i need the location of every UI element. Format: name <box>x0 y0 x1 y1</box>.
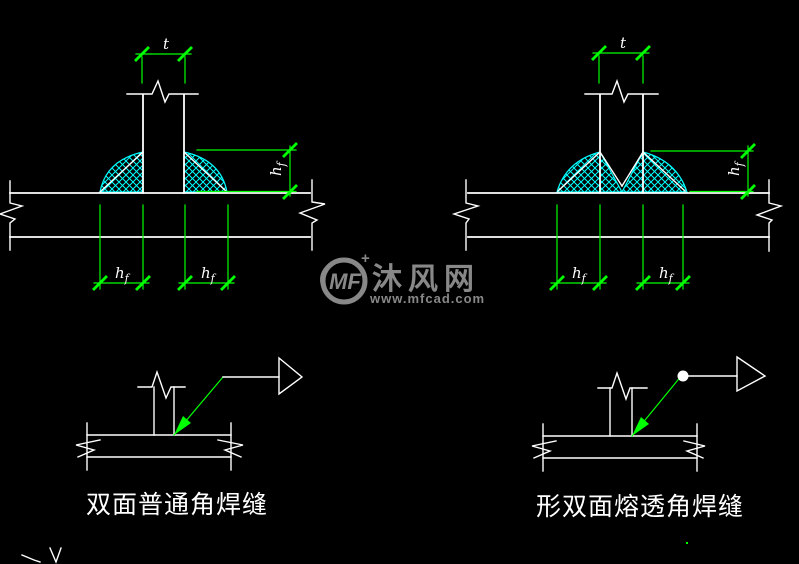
dim-tick <box>92 275 108 291</box>
dim-label-hf: hf <box>659 264 675 285</box>
flange-end-break <box>75 439 101 458</box>
fragment-line <box>21 554 41 563</box>
dim-tick <box>591 45 607 61</box>
dim-tick <box>134 46 150 62</box>
dim-tick <box>177 46 193 62</box>
dim-label-hf: hf <box>201 264 217 285</box>
dim-tick <box>220 275 236 291</box>
symbol-ordinary-fillet-weld: 双面普通角焊缝 <box>75 356 304 519</box>
flange-end-break <box>298 179 326 251</box>
watermark-site-name: 沐风网 <box>372 263 480 296</box>
watermark-site-url: www.mfcad.com <box>369 291 485 306</box>
dim-tick <box>740 184 756 200</box>
dim-tick <box>177 275 193 291</box>
dim-tick <box>635 275 651 291</box>
dim-tick <box>135 275 151 291</box>
watermark-logo-swoosh <box>320 262 331 288</box>
caption-penetration-fillet-weld: 形双面熔透角焊缝 <box>536 493 744 521</box>
detail-ordinary-fillet-weld: t hf hf hf <box>0 35 326 291</box>
flange-end-break <box>0 180 25 251</box>
caption-ordinary-fillet-weld: 双面普通角焊缝 <box>86 491 268 519</box>
weld-region <box>556 151 624 193</box>
stray-dot <box>686 542 688 544</box>
weld-face-line <box>99 151 144 193</box>
watermark-logo-text: MF <box>329 269 361 294</box>
dim-label-hf: hf <box>267 160 288 176</box>
plate-break-cap <box>137 369 186 400</box>
weld-face-line <box>557 151 601 192</box>
dim-tick <box>592 275 608 291</box>
dim-label-hf: hf <box>572 264 588 285</box>
flange-end-break <box>683 440 706 459</box>
dim-tick <box>740 143 756 159</box>
dim-label-t: t <box>163 35 170 53</box>
reference-arrow <box>278 356 304 396</box>
leader-arrowhead <box>632 417 649 436</box>
weld-face-line <box>183 151 228 193</box>
weld-vee-line <box>621 151 644 187</box>
watermark-sparkle: + <box>361 250 370 267</box>
symbol-penetration-fillet-weld: 形双面熔透角焊缝 <box>531 355 767 521</box>
flange-end-break <box>754 179 784 252</box>
dim-tick <box>549 275 565 291</box>
dim-label-t: t <box>620 34 627 52</box>
flange-end-break <box>451 179 481 251</box>
detail-penetration-fillet-weld: t hf hf hf <box>451 34 784 544</box>
dim-label-hf: hf <box>725 160 746 176</box>
cutoff-drawing-fragment <box>21 547 62 564</box>
dim-label-hf: hf <box>115 264 131 285</box>
leader-arrowhead <box>174 416 191 435</box>
watermark: MF + 沐风网 www.mfcad.com <box>320 250 485 306</box>
weld-all-around-circle <box>677 370 689 382</box>
plate-break-cap <box>597 370 648 402</box>
flange-end-break <box>531 440 557 459</box>
dim-tick <box>635 45 651 61</box>
weld-region <box>621 151 688 193</box>
weld-face-line <box>642 151 686 192</box>
flange-end-break <box>217 439 244 458</box>
plate-break-cap <box>126 79 199 104</box>
dim-tick <box>282 142 298 158</box>
dim-tick <box>675 275 691 291</box>
dim-tick <box>282 184 298 200</box>
fragment-vee <box>49 547 62 564</box>
plate-break-cap <box>584 78 659 104</box>
reference-arrow <box>736 355 767 393</box>
weld-vee-line <box>599 151 623 187</box>
